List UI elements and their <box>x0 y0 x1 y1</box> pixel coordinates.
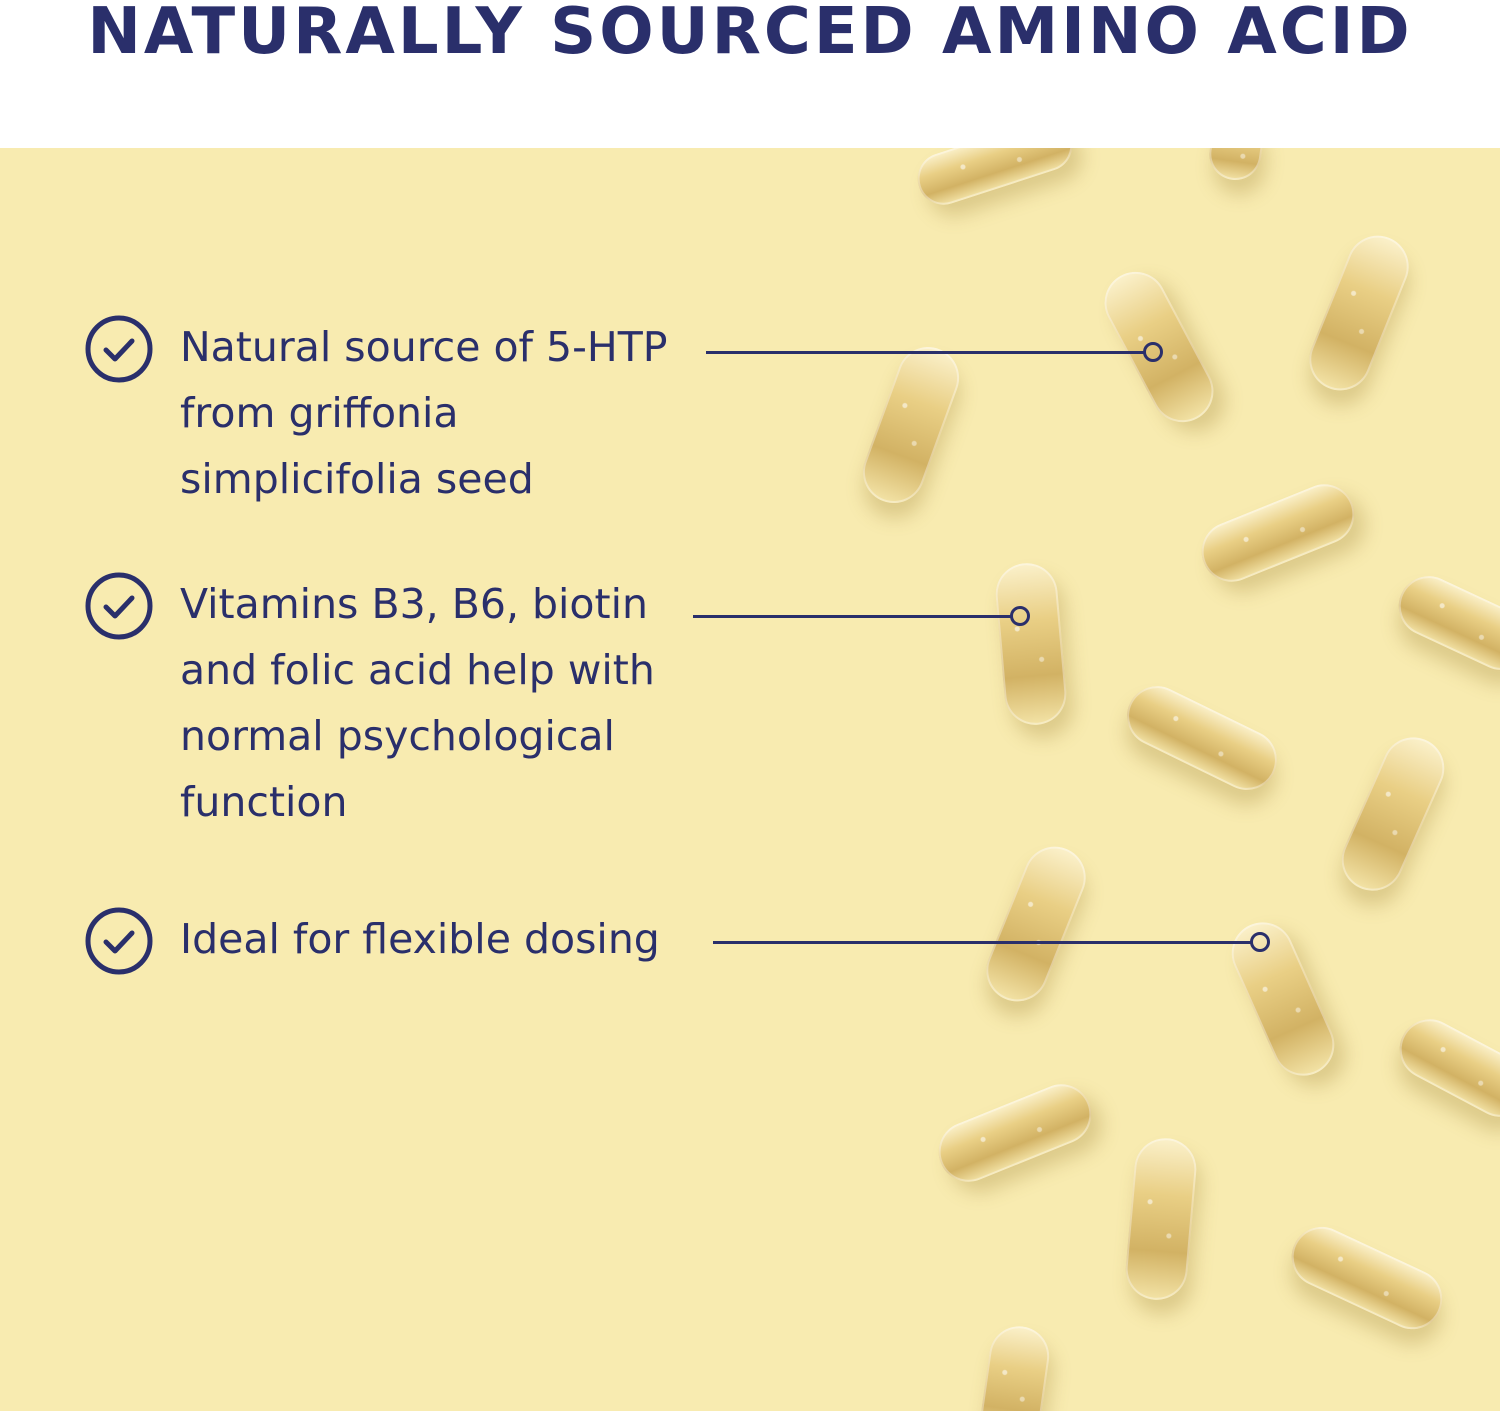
feature-line: and folic acid help with <box>180 646 655 694</box>
check-circle-icon <box>85 315 153 383</box>
connector-line <box>693 615 1011 618</box>
capsule-image <box>1281 1217 1453 1339</box>
connector-dot <box>1250 932 1270 952</box>
feature-line: from griffonia <box>180 389 459 437</box>
capsule-image <box>993 560 1069 728</box>
feature-text: Natural source of 5-HTP from griffonia s… <box>180 314 667 512</box>
capsule-image <box>1205 148 1267 184</box>
check-circle-icon <box>85 572 153 640</box>
capsule-image <box>929 1075 1101 1191</box>
capsule-image <box>1123 1135 1199 1303</box>
title-band: NATURALLY SOURCED AMINO ACID <box>0 0 1500 148</box>
connector-dot <box>1143 342 1163 362</box>
feature-line: normal psychological <box>180 712 615 760</box>
capsule-image <box>976 837 1096 1011</box>
feature-panel: Natural source of 5-HTP from griffonia s… <box>0 148 1500 1411</box>
capsule-image <box>1389 1008 1500 1128</box>
capsule-image <box>1192 475 1364 591</box>
capsule-image <box>1116 675 1288 801</box>
headline: NATURALLY SOURCED AMINO ACID <box>87 0 1413 69</box>
feature-line: function <box>180 778 348 826</box>
feature-text: Ideal for flexible dosing <box>180 906 660 972</box>
connector-dot <box>1010 606 1030 626</box>
check-circle-icon <box>85 907 153 975</box>
connector-line <box>706 351 1144 354</box>
capsule-image <box>1221 912 1345 1086</box>
capsule-image <box>910 148 1080 212</box>
capsule-image <box>1299 226 1419 400</box>
connector-line <box>713 941 1251 944</box>
feature-line: Vitamins B3, B6, biotin <box>180 580 648 628</box>
feature-line: Ideal for flexible dosing <box>180 915 660 963</box>
feature-text: Vitamins B3, B6, biotin and folic acid h… <box>180 571 655 835</box>
capsule-image <box>1331 727 1455 901</box>
feature-line: Natural source of 5-HTP <box>180 323 668 371</box>
feature-line: simplicifolia seed <box>180 455 534 503</box>
capsule-image <box>1388 566 1500 680</box>
capsule-image <box>854 338 968 512</box>
capsule-image <box>976 1322 1054 1411</box>
